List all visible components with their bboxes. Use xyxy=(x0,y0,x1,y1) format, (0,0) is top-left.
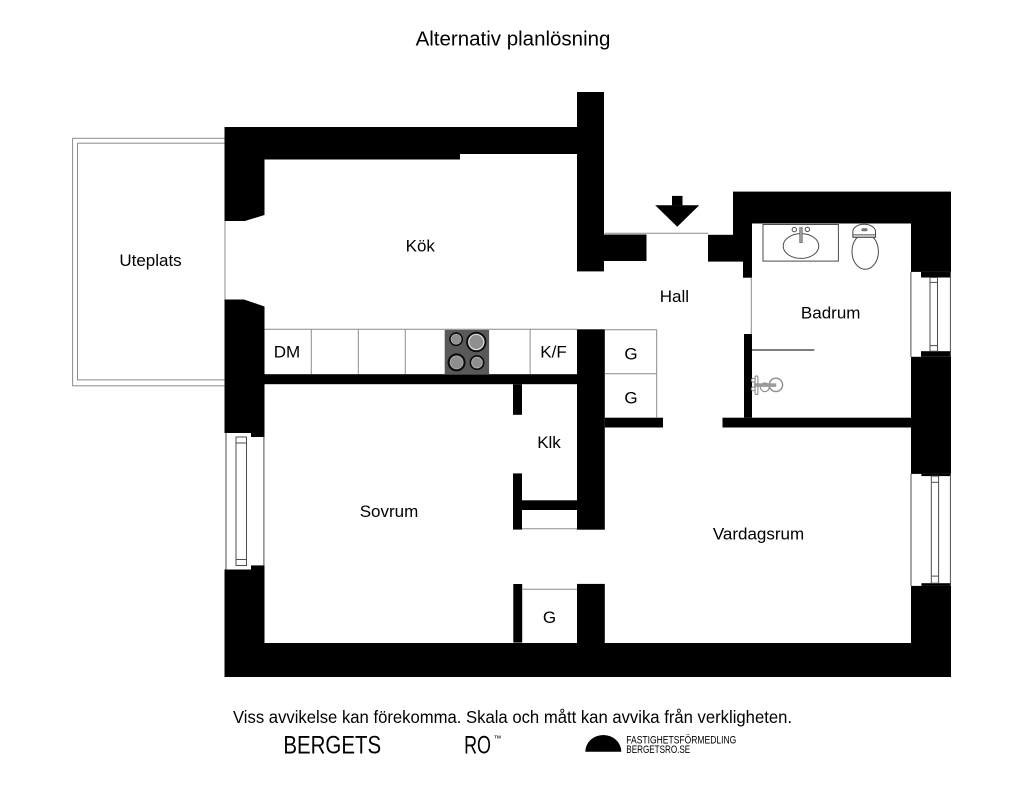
svg-text:Uteplats: Uteplats xyxy=(119,251,181,270)
svg-text:G: G xyxy=(624,345,637,364)
svg-text:G: G xyxy=(543,608,556,627)
svg-text:BERGETS: BERGETS xyxy=(283,732,381,760)
svg-text:™: ™ xyxy=(493,734,501,743)
svg-text:Badrum: Badrum xyxy=(801,304,861,323)
svg-text:Klk: Klk xyxy=(537,433,561,452)
svg-text:FASTIGHETSFÖRMEDLING: FASTIGHETSFÖRMEDLING xyxy=(626,735,736,747)
svg-text:BERGETSRO.SE: BERGETSRO.SE xyxy=(626,744,690,756)
svg-text:RO: RO xyxy=(464,732,491,760)
svg-text:G: G xyxy=(624,389,637,408)
svg-text:DM: DM xyxy=(274,343,300,362)
svg-text:K/F: K/F xyxy=(540,343,566,362)
svg-text:Hall: Hall xyxy=(660,287,689,306)
svg-text:Viss avvikelse kan förekomma.: Viss avvikelse kan förekomma. Skala och … xyxy=(233,707,792,727)
svg-text:Vardagsrum: Vardagsrum xyxy=(713,525,804,544)
svg-text:Alternativ planlösning: Alternativ planlösning xyxy=(416,28,611,51)
svg-text:Sovrum: Sovrum xyxy=(360,502,419,521)
svg-text:Kök: Kök xyxy=(406,237,436,256)
